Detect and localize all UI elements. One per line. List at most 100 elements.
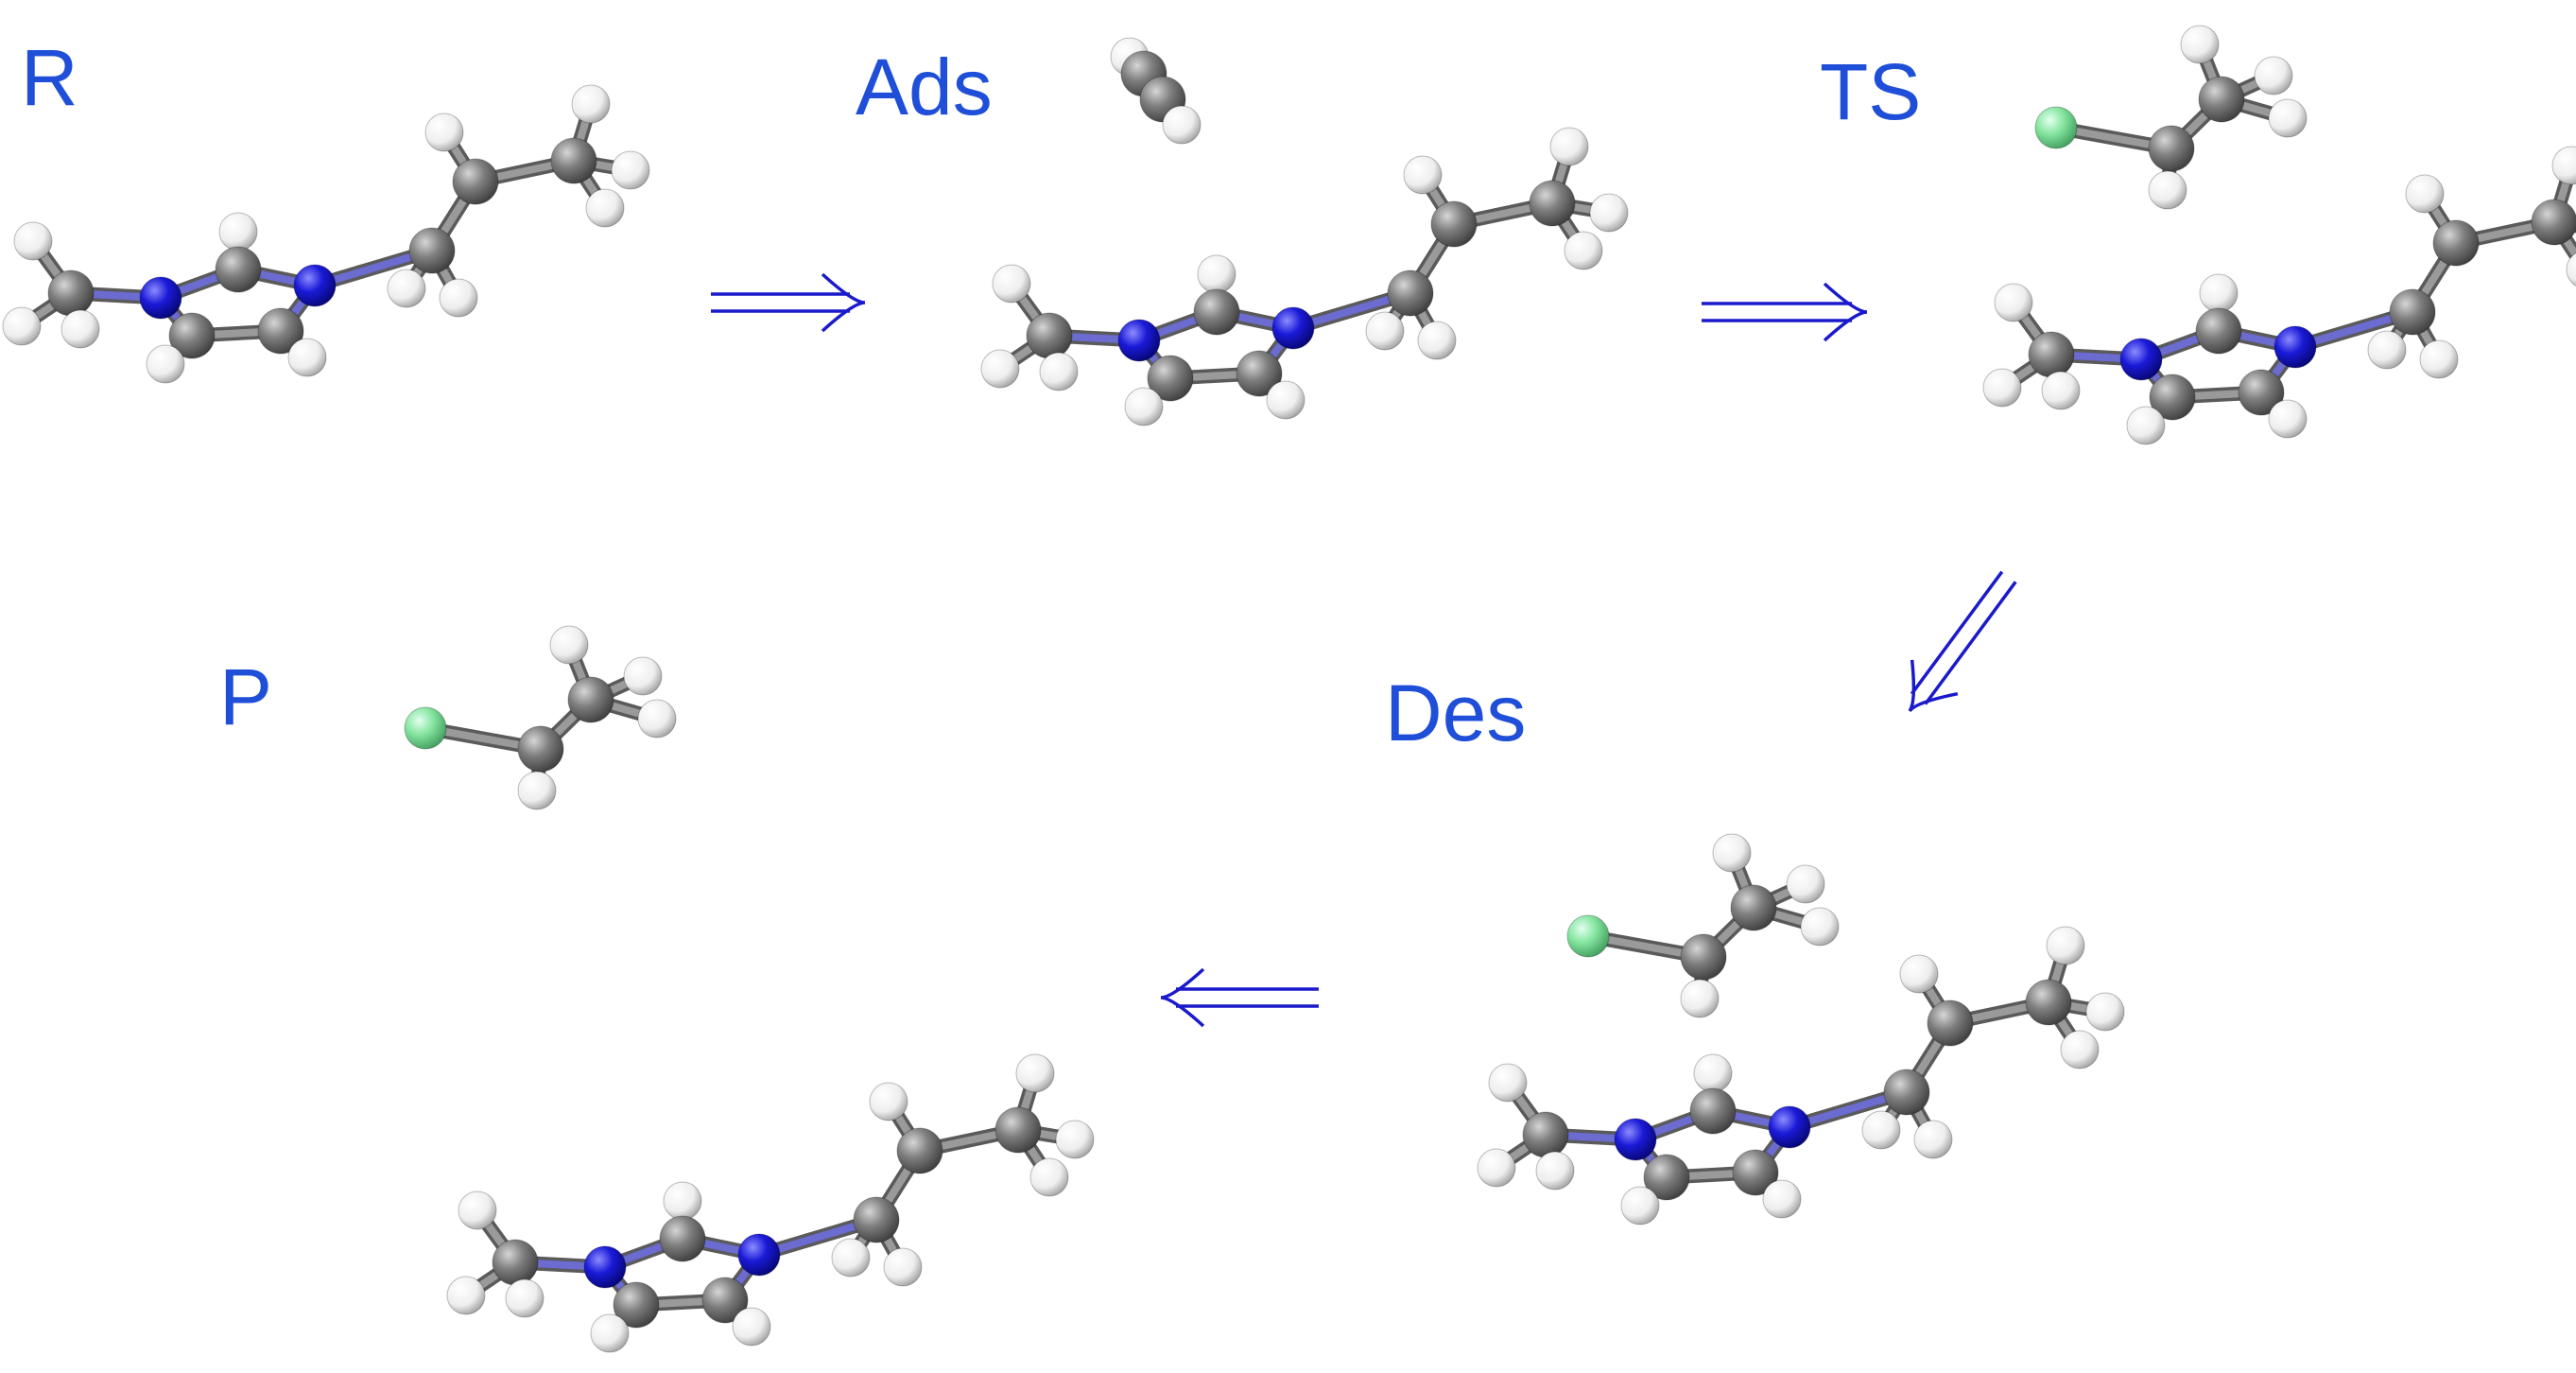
- carbon-atom: [2432, 219, 2480, 267]
- carbon-atom: [853, 1196, 900, 1243]
- carbon-atom: [1193, 288, 1240, 336]
- hydrogen-atom: [458, 1191, 497, 1230]
- carbon-atom: [47, 269, 95, 317]
- chlorine-atom: [404, 706, 447, 750]
- chlorine-atom: [2034, 106, 2078, 149]
- hydrogen-atom: [1762, 1179, 1802, 1219]
- hydrogen-atom: [517, 771, 557, 810]
- label-reactant: R: [21, 33, 78, 122]
- arrow-head: [1823, 282, 1868, 342]
- carbon-atom: [1430, 200, 1478, 248]
- hydrogen-atom: [1620, 1186, 1660, 1225]
- hydrogen-atom: [663, 1181, 702, 1221]
- hydrogen-atom: [1913, 1120, 1953, 1159]
- hydrogen-atom: [1365, 311, 1405, 351]
- label-product: P: [219, 652, 273, 741]
- arrow-shaft: [1910, 570, 2004, 695]
- hydrogen-atom: [1197, 254, 1236, 294]
- hydrogen-atom: [2268, 98, 2308, 138]
- carbon-atom: [1680, 933, 1727, 981]
- hydrogen-atom: [1488, 1063, 1528, 1103]
- hydrogen-atom: [1417, 321, 1457, 360]
- nitrogen-atom: [1271, 306, 1315, 350]
- hydrogen-atom: [1861, 1110, 1901, 1150]
- hydrogen-atom: [1477, 1148, 1516, 1188]
- carbon-atom: [1522, 1111, 1569, 1158]
- hydrogen-atom: [2, 306, 42, 346]
- cation-desorbed: [1477, 926, 2125, 1225]
- hydrogen-atom: [1055, 1120, 1095, 1159]
- arrow-head: [1908, 659, 1959, 713]
- nitrogen-atom: [293, 264, 337, 307]
- cation-reactant: [2, 84, 650, 384]
- carbon-atom: [1732, 1149, 1779, 1196]
- carbon-atom: [2195, 307, 2242, 355]
- hydrogen-atom: [218, 212, 258, 252]
- hydrogen-atom: [571, 84, 611, 124]
- hydrogen-atom: [424, 113, 464, 152]
- hydrogen-atom: [2199, 273, 2239, 313]
- hydrogen-atom: [1162, 105, 1202, 145]
- carbon-atom: [567, 676, 614, 723]
- cation-transition-state: [1982, 146, 2576, 445]
- nitrogen-atom: [139, 276, 182, 320]
- hydrogen-atom: [146, 344, 185, 384]
- carbon-atom: [1529, 180, 1576, 227]
- hydrogen-atom: [1015, 1053, 1055, 1093]
- hydrogen-atom: [2367, 330, 2407, 370]
- hydrogen-atom: [2254, 56, 2293, 96]
- carbon-atom: [257, 307, 304, 355]
- hydrogen-atom: [1589, 193, 1629, 233]
- carbon-atom: [896, 1127, 943, 1174]
- hydrogen-atom: [2041, 371, 2081, 410]
- carbon-atom: [659, 1215, 706, 1262]
- carbon-atom: [2028, 331, 2075, 378]
- carbon-atom: [613, 1281, 660, 1329]
- acetylene-adsorbed: [1110, 37, 1202, 145]
- carbon-atom: [1730, 884, 1777, 931]
- hydrogen-atom: [831, 1238, 871, 1277]
- chloroethyl-transition-state: [2034, 25, 2308, 210]
- cation-adsorbed: [980, 127, 1629, 426]
- hydrogen-atom: [1786, 864, 1825, 904]
- nitrogen-atom: [1768, 1105, 1811, 1149]
- hydrogen-atom: [2180, 25, 2220, 64]
- hydrogen-atom: [1899, 954, 1939, 994]
- label-transition-state: TS: [1820, 47, 1922, 136]
- arrow-ads-to-ts: [1702, 282, 1868, 342]
- hydrogen-atom: [611, 150, 650, 190]
- hydrogen-atom: [446, 1276, 486, 1315]
- hydrogen-atom: [980, 349, 1020, 389]
- chloroethyl-product: [404, 625, 677, 810]
- hydrogen-atom: [1800, 907, 1840, 947]
- hydrogen-atom: [2419, 339, 2459, 379]
- carbon-atom: [452, 158, 499, 205]
- label-adsorption: Ads: [856, 43, 993, 131]
- carbon-atom: [1147, 355, 1194, 402]
- chlorine-atom: [1566, 914, 1610, 958]
- carbon-atom: [1927, 999, 1974, 1047]
- hydrogen-atom: [2046, 926, 2085, 965]
- hydrogen-atom: [1535, 1151, 1575, 1191]
- hydrogen-atom: [1039, 352, 1079, 391]
- carbon-atom: [408, 227, 456, 274]
- hydrogen-atom: [505, 1278, 545, 1318]
- carbon-atom: [1689, 1087, 1737, 1135]
- hydrogen-atom: [992, 264, 1031, 304]
- hydrogen-atom: [1266, 380, 1305, 420]
- carbon-atom: [1387, 269, 1434, 317]
- chloroethyl-desorbed: [1566, 833, 1840, 1018]
- hydrogen-atom: [1029, 1157, 1069, 1197]
- carbon-atom: [517, 725, 564, 773]
- hydrogen-atom: [2148, 170, 2187, 210]
- carbon-atom: [2148, 125, 2195, 172]
- carbon-atom: [1026, 312, 1073, 359]
- carbon-atom: [550, 137, 597, 184]
- carbon-atom: [2025, 979, 2072, 1026]
- arrow-r-to-ads: [711, 272, 866, 333]
- nitrogen-atom: [583, 1245, 627, 1289]
- nitrogen-atom: [2273, 325, 2317, 369]
- hydrogen-atom: [387, 269, 426, 308]
- carbon-atom: [994, 1106, 1042, 1154]
- carbon-atom: [492, 1239, 539, 1286]
